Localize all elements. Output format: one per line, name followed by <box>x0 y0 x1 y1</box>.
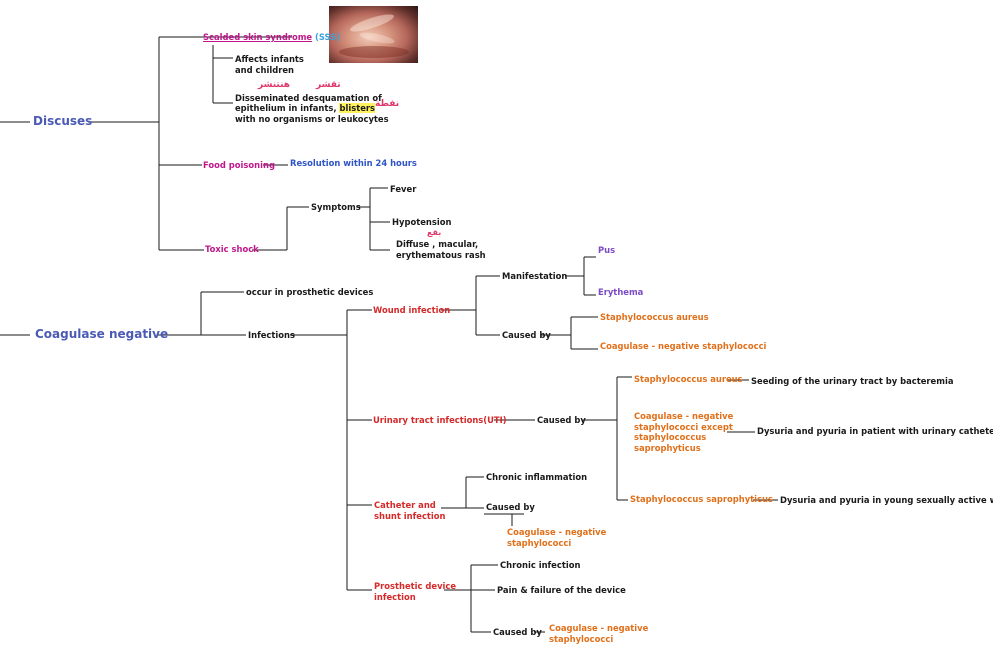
symptom-rash: Diffuse , macular, erythematous rash <box>396 239 486 260</box>
coagulase-negative-title: Coagulase negative <box>35 327 169 341</box>
wound-infection-node: Wound infection <box>373 305 451 315</box>
sss-label: Scalded skin syndrome <box>203 32 313 42</box>
arabic-desquamation-note: هنتنشر <box>258 80 291 90</box>
uti-cause-coag-neg: Coagulase - negative staphylococci excep… <box>634 411 734 453</box>
toxic-shock-node: Toxic shock <box>205 244 259 254</box>
sss-desquamation-line2: epithelium in infants, blisters <box>235 103 375 114</box>
catheter-chronic-inflammation: Chronic inflammation <box>486 472 588 482</box>
uti-caused-by-label: Caused by <box>537 415 586 425</box>
sss-desquamation-line3: with no organisms or leukocytes <box>235 114 389 124</box>
uti-cause-saprophyticus: Staphylococcus saprophyticus <box>630 494 773 504</box>
prosthetic-infection-node: Prosthetic device infection <box>374 581 457 602</box>
manifestation-label: Manifestation <box>502 271 568 281</box>
manifestation-erythema: Erythema <box>598 287 644 297</box>
prosthetic-cause-coag-neg: Coagulase - negative staphylococci <box>549 623 649 644</box>
prosthetic-chronic-infection: Chronic infection <box>500 560 581 570</box>
prosthetic-pain-failure: Pain & failure of the device <box>497 585 626 595</box>
manifestation-pus: Pus <box>598 245 616 255</box>
sss-desquamation-text: epithelium in infants, <box>235 103 340 113</box>
symptoms-label: Symptoms <box>311 202 361 212</box>
catheter-caused-by-label: Caused by <box>486 502 535 512</box>
prosthetic-devices-note: occur in prosthetic devices <box>246 287 374 297</box>
infections-label: Infections <box>248 330 295 340</box>
uti-result-catheters: Dysuria and pyuria in patient with urina… <box>757 426 993 436</box>
wound-cause-staph-aureus: Staphylococcus aureus <box>600 312 709 322</box>
food-poisoning-resolution: Resolution within 24 hours <box>290 158 417 168</box>
food-poisoning-node: Food poisoning <box>203 160 275 170</box>
catheter-infection-node: Catheter and shunt infection <box>374 500 446 521</box>
uti-node: Urinary tract infections(UTI) <box>373 415 507 425</box>
wound-caused-by-label: Caused by <box>502 330 551 340</box>
uti-cause-staph-aureus: Staphylococcus aureus <box>634 374 743 384</box>
blisters-highlight: blisters <box>339 103 375 113</box>
wound-cause-coag-neg: Coagulase - negative staphylococci <box>600 341 767 351</box>
symptom-hypotension: Hypotension <box>392 217 452 227</box>
uti-result-young-women: Dysuria and pyuria in young sexually act… <box>780 495 993 505</box>
prosthetic-caused-by-label: Caused by <box>493 627 542 637</box>
sss-affects: Affects infants and children <box>235 54 304 75</box>
discuses-title: Discuses <box>33 114 93 128</box>
symptom-fever: Fever <box>390 184 417 194</box>
sss-node: Scalded skin syndrome (SSS) <box>203 32 340 43</box>
catheter-cause-coag-neg: Coagulase - negative staphylococci <box>507 527 607 548</box>
arabic-rash-note: بقع <box>427 228 442 237</box>
sss-desquamation-line1: Disseminated desquamation of <box>235 93 382 103</box>
sss-abbr: (SSS) <box>315 32 341 42</box>
scalded-skin-photo <box>329 6 418 63</box>
arabic-peeling-note: تقشر <box>316 80 341 90</box>
uti-result-bacteremia: Seeding of the urinary tract by bacterem… <box>751 376 954 386</box>
arabic-blister-note: نفطة <box>375 99 400 109</box>
